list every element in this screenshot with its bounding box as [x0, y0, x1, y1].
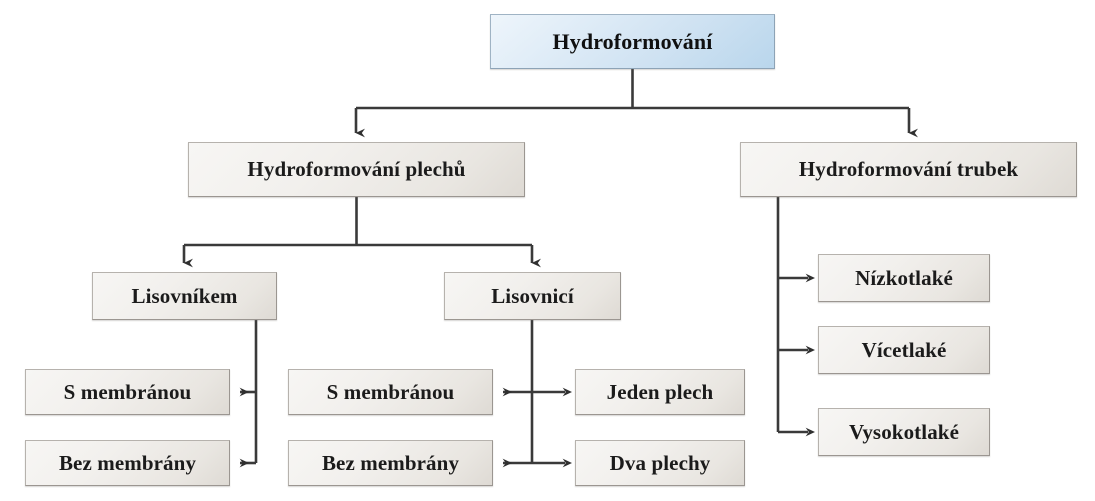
- node-punch-label: Lisovníkem: [131, 283, 238, 308]
- node-punch-without-membrane-label: Bez membrány: [58, 450, 197, 475]
- node-root-label: Hydroformování: [552, 28, 713, 54]
- node-die-with-membrane-label: S membránou: [326, 379, 455, 404]
- node-punch-with-membrane[interactable]: S membránou: [25, 369, 230, 415]
- node-die-without-membrane-label: Bez membrány: [321, 450, 460, 475]
- node-single-sheet[interactable]: Jeden plech: [575, 369, 745, 415]
- node-two-sheets-label: Dva plechy: [609, 450, 711, 475]
- node-punch[interactable]: Lisovníkem: [92, 272, 277, 320]
- node-low-pressure-label: Nízkotlaké: [855, 265, 953, 290]
- node-hydroforming-tubes-label: Hydroformování trubek: [798, 157, 1019, 182]
- node-punch-with-membrane-label: S membránou: [63, 379, 192, 404]
- node-punch-without-membrane[interactable]: Bez membrány: [25, 440, 230, 486]
- node-hydroforming-sheets-label: Hydroformování plechů: [247, 157, 466, 182]
- node-die-with-membrane[interactable]: S membránou: [288, 369, 493, 415]
- node-low-pressure[interactable]: Nízkotlaké: [818, 254, 990, 302]
- node-root[interactable]: Hydroformování: [490, 14, 775, 69]
- node-die[interactable]: Lisovnicí: [444, 272, 621, 320]
- node-single-sheet-label: Jeden plech: [606, 379, 714, 404]
- node-hydroforming-sheets[interactable]: Hydroformování plechů: [188, 142, 525, 197]
- node-high-pressure-label: Vysokotlaké: [848, 419, 960, 444]
- node-die-without-membrane[interactable]: Bez membrány: [288, 440, 493, 486]
- node-multi-pressure-label: Vícetlaké: [861, 337, 947, 362]
- node-hydroforming-tubes[interactable]: Hydroformování trubek: [740, 142, 1077, 197]
- node-die-label: Lisovnicí: [491, 283, 574, 308]
- node-multi-pressure[interactable]: Vícetlaké: [818, 326, 990, 374]
- node-high-pressure[interactable]: Vysokotlaké: [818, 408, 990, 456]
- node-two-sheets[interactable]: Dva plechy: [575, 440, 745, 486]
